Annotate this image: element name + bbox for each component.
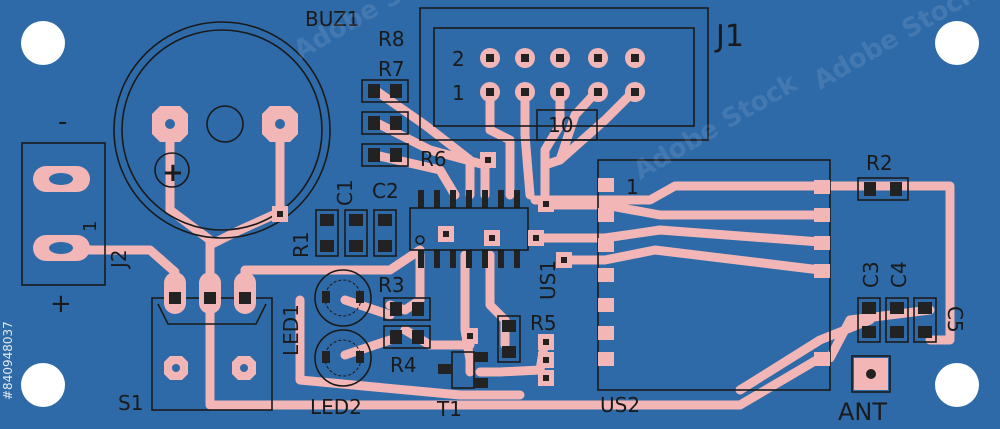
resistor-r2[interactable]: R2 (857, 151, 909, 201)
j2-outline (21, 142, 106, 286)
capacitor-c5[interactable] (913, 297, 937, 343)
resistor-r8[interactable] (361, 79, 409, 103)
s1-ref-label: S1 (118, 391, 143, 415)
resistor-r1[interactable] (315, 209, 339, 257)
buz1-ref-label: BUZ1 (305, 7, 359, 31)
j2-ref-label: J2 (107, 249, 131, 270)
pin-header[interactable] (538, 334, 554, 386)
resistors-r6-r8[interactable]: R8 R7 R6 (361, 27, 447, 171)
mounting-hole-bottom-right (935, 363, 979, 407)
buzzer-pad-2-hole (275, 119, 285, 129)
r4-ref-label: R4 (390, 353, 417, 377)
via-holes (277, 157, 567, 339)
j2-minus-label: - (58, 107, 67, 137)
watermark-id: #840948037 (1, 321, 15, 400)
j1-pin-holes (486, 54, 639, 96)
buzzer-outline-inner (121, 29, 323, 231)
j1-outline-inner (433, 27, 695, 127)
passives-r1-c1-c2[interactable]: R1 C1 C2 (289, 179, 399, 258)
j1-pin-1-label: 1 (452, 81, 465, 105)
j2-hole-2 (49, 242, 73, 254)
j1-ref-label: J1 (714, 19, 744, 54)
j2-plus-label: + (50, 289, 72, 319)
c2-ref-label: C2 (372, 179, 399, 203)
us2-pin-1-label: 1 (626, 175, 639, 199)
us1-pins-top (418, 190, 520, 208)
j1-pin-10-label: 10 (548, 113, 573, 137)
capacitor-c4[interactable] (885, 297, 909, 343)
us1-body (409, 207, 529, 251)
r6-ref-label: R6 (420, 147, 447, 171)
connector-j1[interactable]: 2 1 10 J1 (419, 7, 744, 141)
r1-ref-label: R1 (289, 231, 313, 258)
led1-ref-label: LED1 (279, 304, 303, 356)
r8-ref-label: R8 (378, 27, 405, 51)
capacitors-c3-c5[interactable]: C3 C4 C5 (857, 261, 967, 343)
us2-ref-label: US2 (600, 393, 640, 417)
r2-ref-label: R2 (866, 151, 893, 175)
buzzer-center-hole (206, 105, 244, 143)
c4-ref-label: C4 (887, 261, 911, 288)
t1-ref-label: T1 (436, 397, 462, 421)
s1-notch (157, 303, 267, 325)
c3-ref-label: C3 (859, 261, 883, 288)
buzzer-plus-label: + (162, 158, 184, 188)
c5-ref-label: C5 (943, 306, 967, 333)
ic-us1[interactable]: US1 (409, 190, 560, 300)
r5-ref-label: R5 (530, 311, 557, 335)
connector-j2[interactable]: - + 1 J2 (21, 107, 131, 319)
us2-pads-left (598, 178, 614, 366)
capacitor-c3[interactable] (857, 297, 881, 343)
resistor-r7[interactable] (361, 111, 409, 135)
us1-pin1-marker (415, 235, 425, 245)
led2-ref-label: LED2 (310, 395, 362, 419)
mounting-hole-bottom-left (21, 363, 65, 407)
us2-pads-right (814, 180, 830, 366)
capacitor-c1[interactable] (344, 209, 368, 257)
j2-hole-1 (49, 173, 73, 185)
j1-pin-2-label: 2 (452, 47, 465, 71)
j2-pin-1-label: 1 (80, 221, 101, 232)
antenna-pad[interactable]: ANT (838, 355, 891, 426)
mounting-holes (21, 21, 979, 407)
buzzer-outline-outer (113, 21, 331, 239)
r7-ref-label: R7 (378, 57, 405, 81)
switch-s1[interactable]: S1 (118, 272, 273, 415)
resistor-r5[interactable]: R5 (497, 311, 557, 363)
buzzer-polarity-circle (154, 152, 190, 188)
resistor-r4[interactable]: R4 (383, 325, 431, 377)
mounting-hole-top-right (935, 21, 979, 65)
mounting-hole-top-left (21, 21, 65, 65)
transistor-t1[interactable]: T1 (436, 351, 488, 421)
resistor-r6[interactable] (361, 143, 409, 167)
ant-label: ANT (838, 398, 887, 426)
c1-ref-label: C1 (333, 179, 357, 206)
r3-ref-label: R3 (378, 273, 405, 297)
us1-pins-bottom (418, 250, 520, 268)
j1-key-notch (536, 109, 598, 141)
led-led2[interactable]: LED2 (310, 329, 372, 419)
buzzer-pad-1-hole (165, 119, 175, 129)
module-us2[interactable]: 1 US2 (597, 159, 831, 417)
capacitor-c2[interactable] (373, 209, 397, 257)
resistor-r3[interactable]: R3 (378, 273, 431, 321)
led-led1[interactable]: LED1 (279, 269, 372, 356)
buzzer-buz1[interactable]: + BUZ1 (113, 7, 359, 239)
